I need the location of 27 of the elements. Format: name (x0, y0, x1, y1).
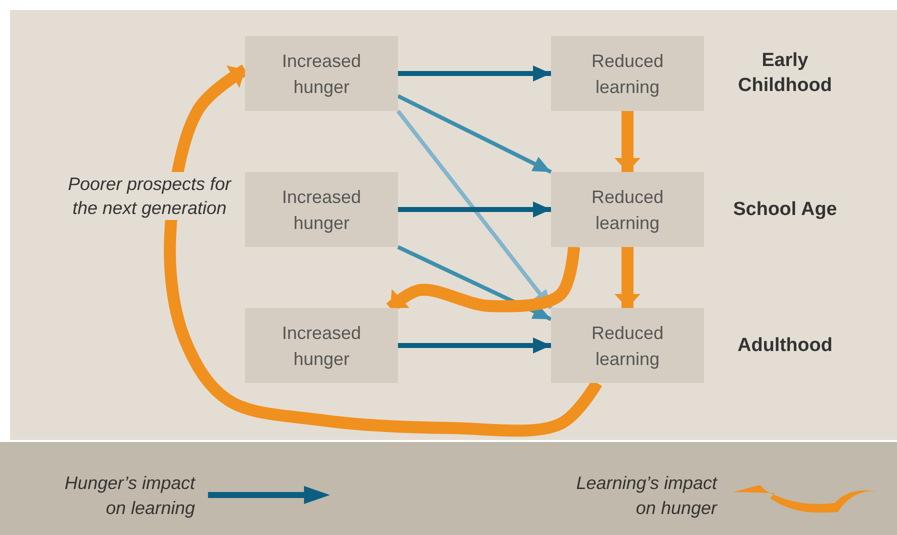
box-text: Increased hunger (280, 50, 362, 99)
arrow (398, 338, 551, 354)
stage-label: School Age (732, 198, 838, 222)
box-text: Reduced learning (590, 50, 665, 99)
process-box (551, 308, 704, 383)
arrow (396, 110, 553, 310)
arrow (398, 66, 551, 82)
process-box (551, 36, 704, 111)
stage-label: Early Childhood (737, 49, 833, 98)
process-box (551, 172, 704, 247)
curved-arrow (614, 111, 640, 172)
curved-arrow (164, 64, 602, 437)
arrow (397, 245, 552, 322)
legend-text: Hunger’s impact on learning (64, 472, 195, 520)
arrow (398, 202, 551, 218)
curved-arrow (614, 247, 640, 308)
box-text: Increased hunger (280, 186, 362, 235)
box-text: Reduced learning (590, 186, 665, 235)
box-text: Increased hunger (280, 322, 362, 371)
legend-text: Learning’s impact on hunger (575, 472, 717, 520)
arrow (397, 94, 552, 174)
process-box (245, 172, 398, 247)
process-box (245, 36, 398, 111)
curved-arrow (386, 246, 580, 312)
stage-label: Adulthood (736, 334, 834, 358)
box-text: Reduced learning (590, 322, 665, 371)
process-box (245, 308, 398, 383)
